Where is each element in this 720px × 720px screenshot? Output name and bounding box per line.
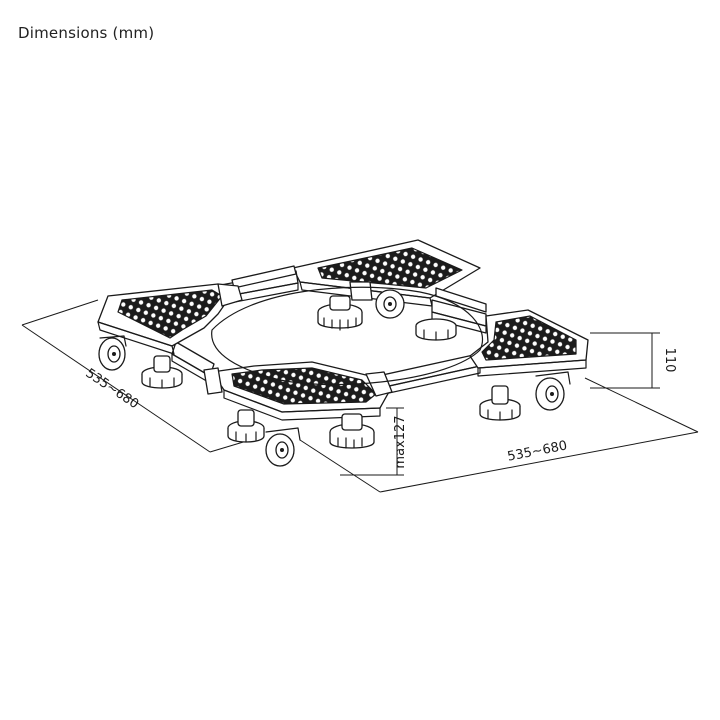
label-width: 535~680 (506, 438, 568, 464)
corner-pad-left (97, 283, 243, 355)
caster-right (535, 371, 571, 411)
foot-front-center (329, 413, 375, 449)
caster-front (265, 427, 301, 467)
label-max-height: max127 (393, 415, 408, 468)
foot-back-right (415, 318, 457, 341)
dimension-max-height (340, 407, 404, 476)
foot-back-center (317, 295, 363, 331)
label-height: 110 (662, 348, 677, 373)
corner-pad-front (203, 361, 393, 421)
caster-back (375, 289, 405, 319)
dimension-height (590, 332, 660, 389)
caster-left (98, 335, 127, 371)
page-title: Dimensions (mm) (18, 24, 155, 42)
foot-front-left (227, 409, 265, 443)
corner-pad-right (469, 309, 589, 377)
center-opening (211, 286, 484, 386)
dimension-width (299, 377, 699, 493)
corner-pad-back (292, 239, 481, 307)
label-depth: 535~680 (83, 366, 142, 412)
foot-left (141, 355, 183, 389)
foot-right (479, 385, 521, 421)
